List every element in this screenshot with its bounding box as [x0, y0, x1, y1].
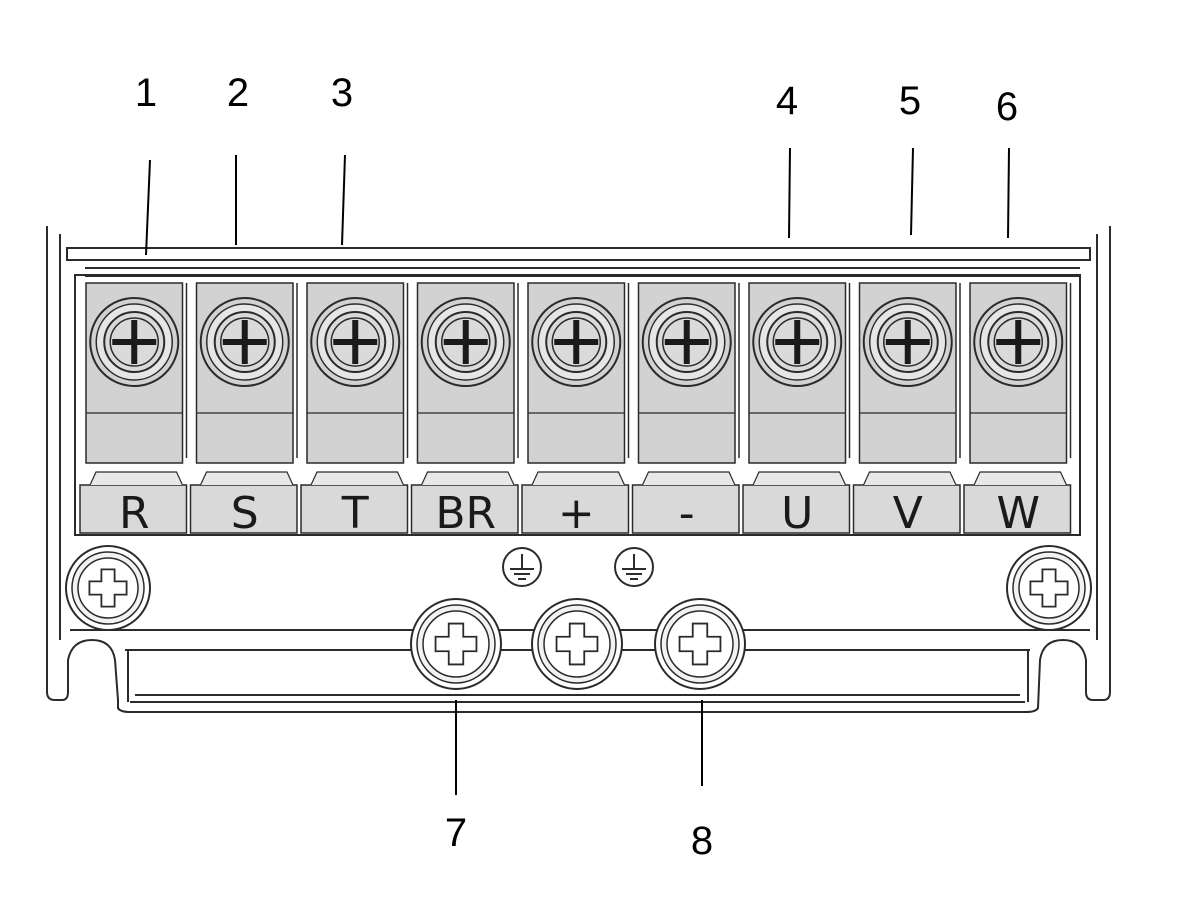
terminal-1: R [79, 282, 188, 539]
callout-labels: 1 2 3 4 5 6 7 8 [135, 71, 1018, 863]
housing-left-side [46, 226, 1111, 713]
screw-icon[interactable] [310, 297, 401, 387]
terminal-9: W [963, 282, 1072, 539]
callout-leader-1 [145, 159, 151, 256]
terminal-label: V [893, 488, 923, 539]
terminal-6: - [631, 282, 740, 539]
callout-6: 6 [996, 85, 1018, 129]
terminal-label-tab [641, 471, 736, 486]
mounting-screw-icon[interactable] [654, 598, 746, 690]
terminal-5: + [521, 282, 630, 539]
mounting-screw-icon[interactable] [1006, 545, 1092, 631]
ground-icon [614, 547, 654, 587]
screw-icon[interactable] [641, 297, 732, 387]
terminal-2: S [189, 282, 298, 539]
terminal-label-strip [631, 484, 740, 534]
terminal-label-tab [973, 471, 1068, 486]
ground-screws [410, 598, 746, 690]
ground-symbols [502, 547, 654, 587]
callout-leader-5 [910, 147, 914, 236]
terminal-label-strip [852, 484, 961, 534]
screw-icon[interactable] [531, 297, 622, 387]
terminal-label-tab [862, 471, 957, 486]
callout-leader-3 [341, 154, 346, 246]
ground-icon [502, 547, 542, 587]
terminal-label: W [996, 488, 1040, 539]
terminal-label: R [119, 488, 150, 539]
terminal-label-strip [300, 484, 409, 534]
mounting-screws [65, 545, 1092, 631]
terminal-7: U [742, 282, 851, 539]
screw-icon[interactable] [862, 297, 953, 387]
terminal-label-tab [89, 471, 184, 486]
callout-leader-6 [1007, 147, 1010, 239]
mounting-screw-icon[interactable] [65, 545, 151, 631]
callout-1: 1 [135, 71, 157, 115]
block-frame [74, 274, 1081, 536]
housing [46, 226, 1111, 713]
callout-2: 2 [227, 71, 249, 115]
screw-icon[interactable] [199, 297, 290, 387]
mounting-screw-icon[interactable] [410, 598, 502, 690]
terminal-label: U [781, 488, 813, 539]
terminal-label: BR [435, 488, 496, 539]
callout-8: 8 [691, 819, 713, 863]
terminal-4: BR [410, 282, 519, 539]
terminal-8: V [852, 282, 961, 539]
terminal-3: T [300, 282, 409, 539]
terminal-label: T [341, 488, 369, 539]
terminal-row: R S T BR + - U V W [79, 282, 1072, 539]
terminal-label-strip [742, 484, 851, 534]
screw-icon[interactable] [89, 297, 180, 387]
screw-icon[interactable] [420, 297, 511, 387]
terminal-label-tab [310, 471, 405, 486]
screw-icon[interactable] [752, 297, 843, 387]
terminal-label: - [679, 488, 695, 539]
mounting-screw-icon[interactable] [531, 598, 623, 690]
top-rail [66, 247, 1091, 261]
callout-leader-4 [788, 147, 791, 239]
terminal-label-tab [531, 471, 626, 486]
terminal-label: S [231, 488, 259, 539]
terminal-label-strip [79, 484, 188, 534]
terminal-label: + [558, 488, 595, 539]
callout-leaders [145, 147, 1010, 795]
terminal-label-strip [521, 484, 630, 534]
callout-4: 4 [776, 79, 798, 123]
callout-5: 5 [899, 79, 921, 123]
callout-7: 7 [445, 811, 467, 855]
screw-icon[interactable] [973, 297, 1064, 387]
callout-3: 3 [331, 71, 353, 115]
terminal-label-tab [420, 471, 515, 486]
terminal-label-tab [199, 471, 294, 486]
terminal-label-tab [752, 471, 847, 486]
terminal-label-strip [189, 484, 298, 534]
